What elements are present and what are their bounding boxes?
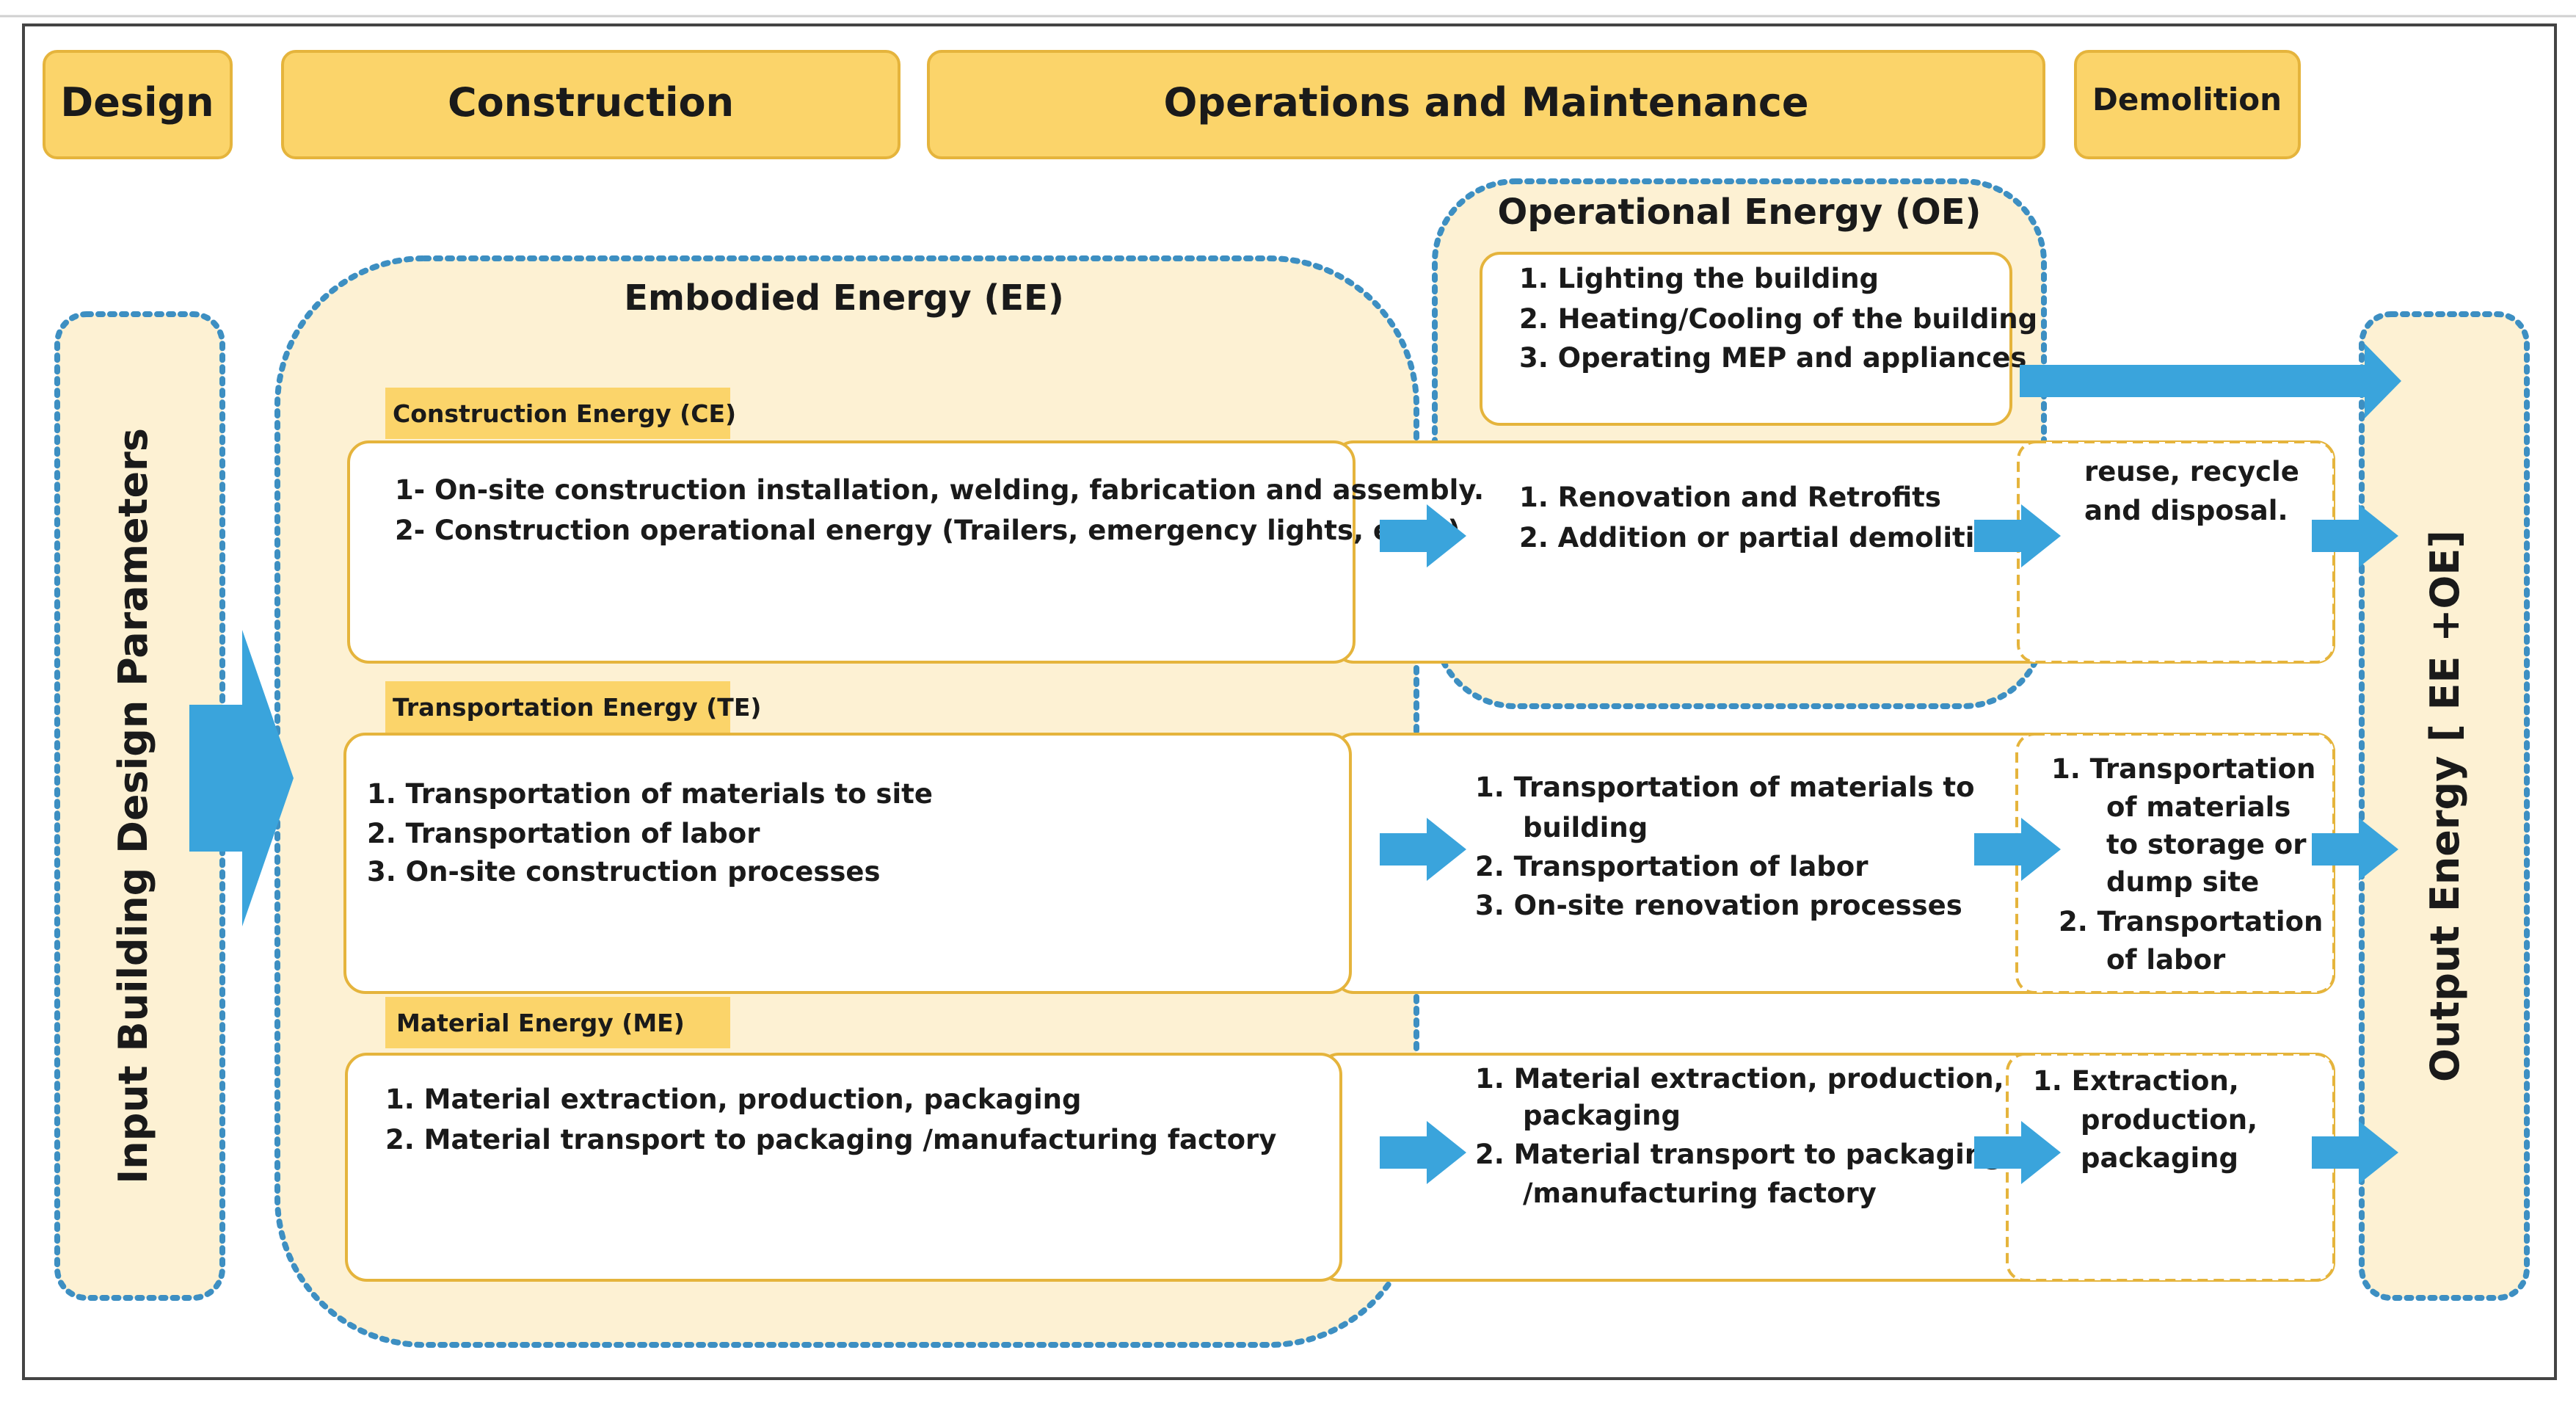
phase-construction-label: Construction bbox=[448, 79, 734, 126]
me-arrow-icon bbox=[1974, 1121, 2061, 1184]
ce-arrow-icon bbox=[1974, 504, 2061, 567]
me-construction-item: 1. Material extraction, production, pack… bbox=[385, 1084, 1082, 1115]
me-operations-item: 2. Material transport to packaging bbox=[1475, 1139, 2004, 1170]
te-demolition-item: 1. Transportation bbox=[2051, 753, 2315, 785]
te-construction-item: 2. Transportation of labor bbox=[367, 818, 760, 849]
ce-label: Construction Energy (CE) bbox=[393, 399, 736, 428]
ce-construction-item: 2- Construction operational energy (Trai… bbox=[395, 515, 1460, 546]
me-demolition-item: 1. Extraction, bbox=[2033, 1065, 2239, 1097]
me-label: Material Energy (ME) bbox=[396, 1009, 685, 1037]
oe-item: 2. Heating/Cooling of the building bbox=[1519, 303, 2037, 335]
te-demolition-item: 2. Transportation bbox=[2059, 906, 2323, 937]
te-arrow-icon bbox=[1380, 818, 1466, 881]
input-label: Input Building Design Parameters bbox=[110, 428, 156, 1184]
me-label-tab bbox=[385, 997, 730, 1048]
phase-construction: Construction bbox=[281, 50, 900, 159]
ce-label-tab bbox=[385, 388, 730, 439]
phase-demolition-label: Demolition bbox=[2092, 81, 2282, 117]
output-column bbox=[2359, 311, 2530, 1301]
me-demolition-item: production, bbox=[2081, 1104, 2257, 1136]
output-label: Output Energy [ EE +OE] bbox=[2422, 530, 2468, 1082]
me-demolition-item: packaging bbox=[2081, 1142, 2238, 1174]
me-construction-item: 2. Material transport to packaging /manu… bbox=[385, 1124, 1276, 1155]
te-demolition-item: of materials bbox=[2106, 791, 2291, 823]
te-construction-box bbox=[343, 733, 1352, 994]
te-construction-item: 1. Transportation of materials to site bbox=[367, 778, 933, 810]
phase-demolition: Demolition bbox=[2074, 50, 2301, 159]
me-operations-item: packaging bbox=[1523, 1100, 1681, 1131]
te-operations-item: 1. Transportation of materials to bbox=[1475, 772, 1975, 803]
te-operations-item: building bbox=[1523, 812, 1648, 843]
te-arrow-icon bbox=[1974, 818, 2061, 881]
ce-arrow-icon bbox=[2312, 504, 2398, 567]
te-operations-item: 3. On-site renovation processes bbox=[1475, 890, 1962, 921]
oe-item: 1. Lighting the building bbox=[1519, 263, 1879, 294]
phase-design-label: Design bbox=[60, 79, 214, 126]
ce-operations-item: 2. Addition or partial demolition bbox=[1519, 522, 2012, 554]
me-operations-item: 1. Material extraction, production, bbox=[1475, 1063, 2004, 1095]
ce-demolition-item: and disposal. bbox=[2084, 495, 2288, 526]
te-label-tab bbox=[385, 681, 730, 733]
me-demolition-box bbox=[2006, 1053, 2335, 1282]
phase-operations: Operations and Maintenance bbox=[927, 50, 2045, 159]
me-operations-item: /manufacturing factory bbox=[1523, 1177, 1877, 1209]
ce-operations-item: 1. Renovation and Retrofits bbox=[1519, 482, 1941, 513]
me-construction-box bbox=[345, 1053, 1342, 1282]
te-demolition-item: dump site bbox=[2106, 866, 2259, 898]
oe-item: 3. Operating MEP and appliances bbox=[1519, 342, 2026, 374]
te-construction-item: 3. On-site construction processes bbox=[367, 856, 880, 888]
me-arrow-icon bbox=[1380, 1121, 1466, 1184]
te-demolition-item: to storage or bbox=[2106, 829, 2307, 860]
phase-operations-label: Operations and Maintenance bbox=[1164, 79, 1809, 126]
operational-items-box bbox=[1480, 252, 2012, 426]
input-arrow-icon bbox=[189, 630, 294, 926]
ce-construction-item: 1- On-site construction installation, we… bbox=[395, 474, 1484, 506]
operational-energy-title: Operational Energy (OE) bbox=[1498, 192, 1982, 233]
ce-demolition-item: reuse, recycle bbox=[2084, 456, 2299, 487]
me-arrow-icon bbox=[2312, 1121, 2398, 1184]
embodied-energy-title: Embodied Energy (EE) bbox=[624, 277, 1064, 319]
te-arrow-icon bbox=[2312, 818, 2398, 881]
te-demolition-item: of labor bbox=[2106, 944, 2226, 976]
phase-design: Design bbox=[43, 50, 233, 159]
oe-flow-arrow-icon bbox=[2020, 344, 2401, 418]
te-operations-item: 2. Transportation of labor bbox=[1475, 851, 1869, 882]
te-label: Transportation Energy (TE) bbox=[393, 693, 761, 722]
ce-arrow-icon bbox=[1380, 504, 1466, 567]
ce-construction-box bbox=[347, 440, 1356, 664]
